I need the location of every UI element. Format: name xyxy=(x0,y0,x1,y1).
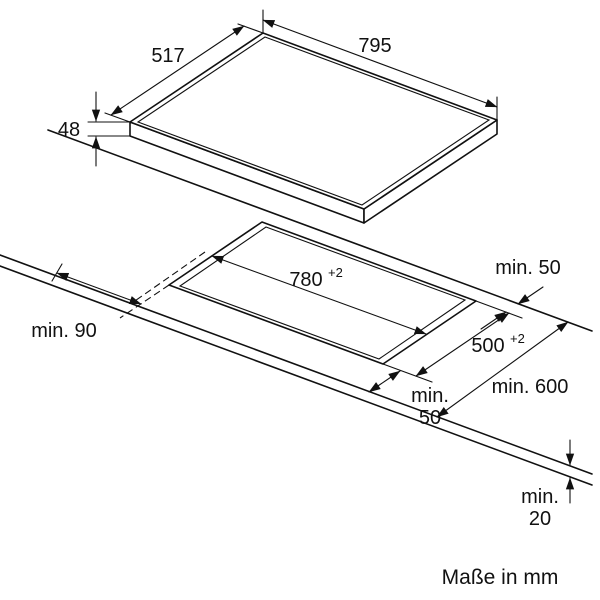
hob-top-surface xyxy=(129,32,498,210)
dim-front-edge: min. 20 xyxy=(521,439,575,530)
cutout-front-extension xyxy=(382,363,433,383)
front-edge-label-1: min. xyxy=(521,486,559,508)
dim-line xyxy=(368,370,401,393)
dim-hob-width: 795 xyxy=(262,9,498,121)
dim-hob-depth: 517 xyxy=(104,23,264,123)
cutout-outline xyxy=(119,221,523,383)
dim-clearance-left: min. 90 xyxy=(31,263,142,342)
cutout-depth-label: 500 xyxy=(471,335,504,357)
dim-line xyxy=(436,321,569,418)
cutout-width-label: 780 xyxy=(289,269,322,291)
cutout-inner-edge xyxy=(178,226,467,360)
dim-line xyxy=(56,272,142,305)
hob-outline xyxy=(129,32,498,224)
front-edge-label-2: 20 xyxy=(529,508,551,530)
dim-clearance-front: min. 50 xyxy=(368,370,449,429)
dim-arrow-upper xyxy=(517,286,544,305)
cutout-back-extension xyxy=(475,300,523,319)
clearance-left-label: min. 90 xyxy=(31,320,97,342)
hob-depth-label: 517 xyxy=(151,45,184,67)
worktop-depth-label: min. 600 xyxy=(492,376,569,398)
cutout-edge-extension-dashed xyxy=(119,284,170,319)
dim-line xyxy=(211,255,427,335)
dim-hob-height: 48 xyxy=(58,91,131,167)
cutout-depth-tolerance: +2 xyxy=(510,331,525,346)
cutout-outer-edge xyxy=(168,221,477,365)
cutout-width-tolerance: +2 xyxy=(328,265,343,280)
dim-line xyxy=(110,25,245,116)
dim-clearance-rear: min. 50 xyxy=(480,257,561,330)
worktop-back-edge xyxy=(47,129,593,332)
hob-height-label: 48 xyxy=(58,119,80,141)
ext-line xyxy=(237,23,264,34)
units-title: Maße in mm xyxy=(442,566,559,589)
dim-arrow-lower xyxy=(480,311,507,330)
dim-worktop-depth: min. 600 xyxy=(436,321,569,418)
hob-width-label: 795 xyxy=(358,35,391,57)
dim-line xyxy=(262,19,498,108)
alignment-dashed-line xyxy=(131,251,206,304)
clearance-front-label-1: min. xyxy=(411,385,449,407)
ext-line xyxy=(104,112,131,123)
clearance-rear-label: min. 50 xyxy=(495,257,561,279)
clearance-front-label-2: 50 xyxy=(419,407,441,429)
dim-cutout-width: 780 +2 xyxy=(211,255,427,335)
